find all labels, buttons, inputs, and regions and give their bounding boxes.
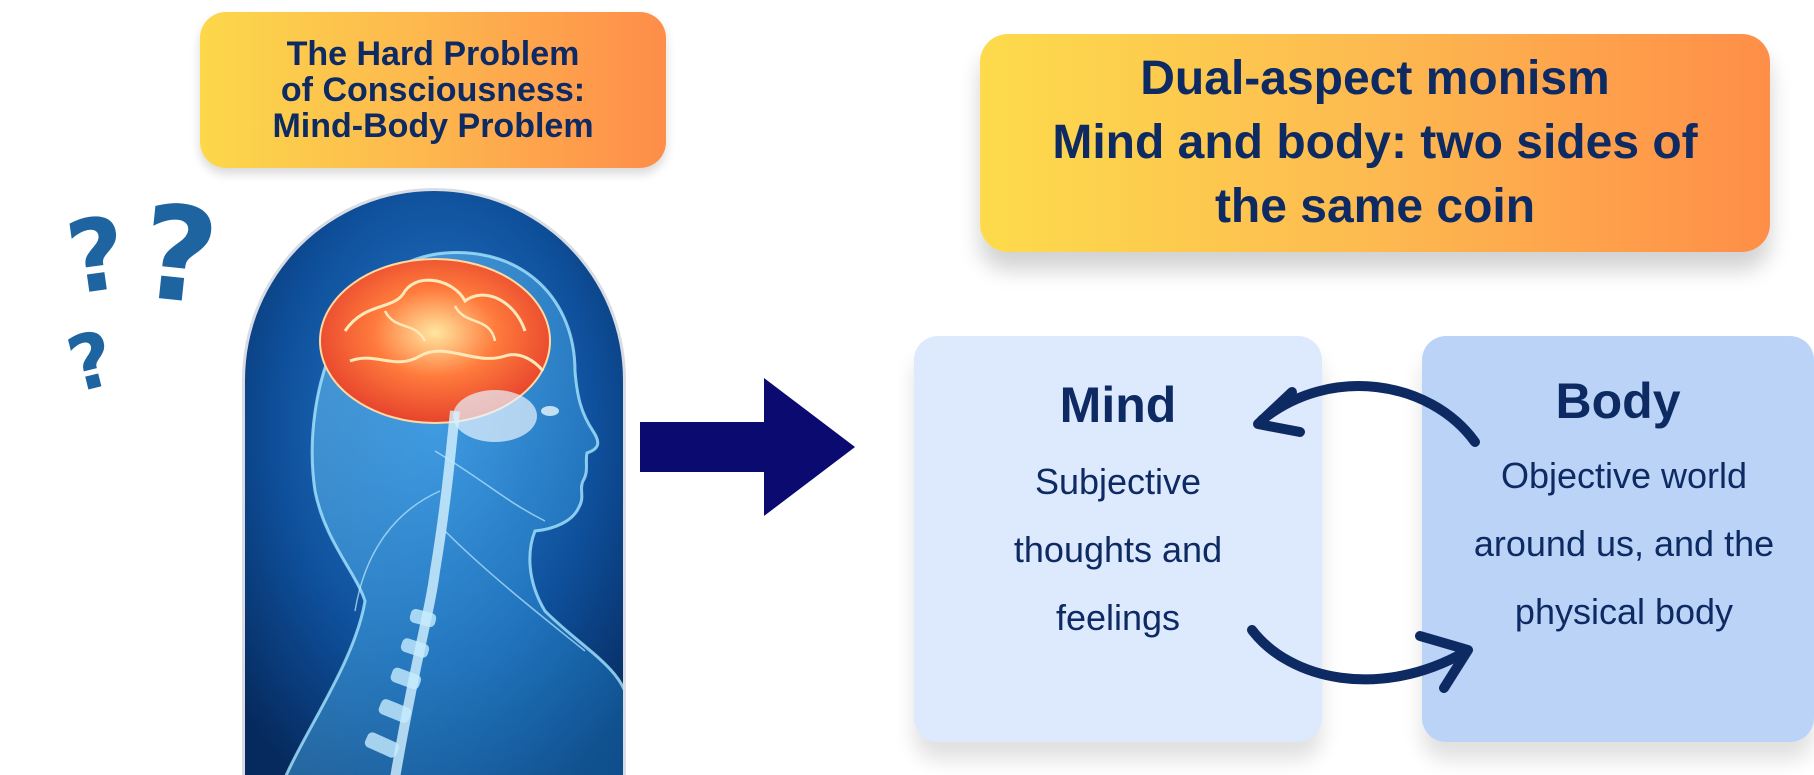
mind-box: Mind Subjective thoughts and feelings xyxy=(914,336,1322,742)
head-brain-svg xyxy=(245,191,623,775)
right-arrow-icon xyxy=(640,378,855,516)
theory-banner: Dual-aspect monism Mind and body: two si… xyxy=(980,34,1770,252)
cycle-arrows-icon xyxy=(1247,381,1480,693)
title-banner: The Hard Problem of Consciousness: Mind-… xyxy=(200,12,666,168)
body-box: Body Objective world around us, and the … xyxy=(1422,336,1814,742)
theory-text: Dual-aspect monism Mind and body: two si… xyxy=(1052,52,1698,233)
body-title: Body xyxy=(1555,373,1681,429)
svg-text:?: ? xyxy=(134,190,225,334)
svg-text:?: ? xyxy=(60,194,133,318)
body-description: Objective world around us, and the physi… xyxy=(1473,455,1775,632)
svg-text:?: ? xyxy=(60,313,123,400)
question-marks-icon: ? ? ? xyxy=(60,190,225,400)
mind-description: Subjective thoughts and feelings xyxy=(1013,461,1223,638)
head-brain-illustration xyxy=(242,188,626,775)
mind-title: Mind xyxy=(1059,377,1177,433)
title-text: The Hard Problem of Consciousness: Mind-… xyxy=(272,35,594,145)
